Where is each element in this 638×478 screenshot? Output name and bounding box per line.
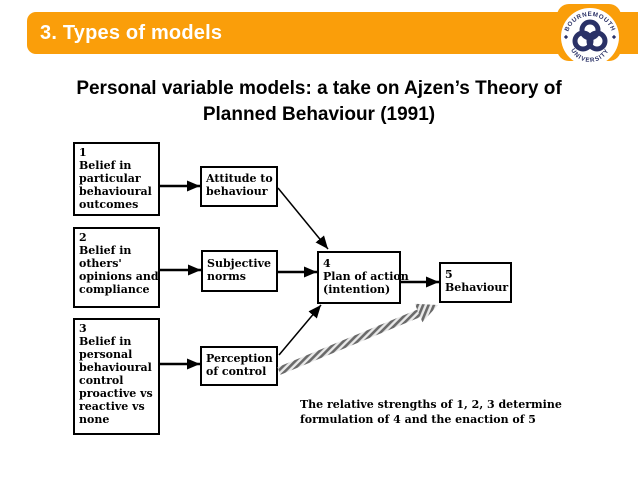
diagram-box-perception-control: Perception of control — [200, 346, 278, 386]
university-logo: BOURNEMOUTH UNIVERSITY — [557, 4, 621, 66]
arrow-attitude-to-plan — [277, 187, 329, 250]
diagram-box-4-plan-of-action: 4 Plan of action (intention) — [317, 251, 409, 304]
knot-icon — [572, 19, 608, 52]
diagram-box-attitude: Attitude to behaviour — [200, 166, 278, 207]
diagram-caption: The relative strengths of 1, 2, 3 determ… — [300, 398, 562, 426]
header-bar: 3. Types of models — [27, 12, 638, 54]
header-title: 3. Types of models — [40, 21, 223, 44]
hatched-arrowhead — [414, 303, 438, 323]
tpb-diagram: 1 Belief in particular behavioural outco… — [60, 135, 562, 445]
hatched-band-perception-to-behaviour — [277, 308, 424, 375]
diagram-box-2-belief-others: 2 Belief in others' opinions and complia… — [73, 227, 160, 308]
diagram-box-1-belief-outcomes: 1 Belief in particular behavioural outco… — [73, 142, 160, 216]
slide-title: Personal variable models: a take on Ajze… — [76, 78, 562, 126]
diagram-box-5-behaviour: 5 Behaviour — [439, 262, 512, 303]
diagram-box-subjective-norms: Subjective norms — [201, 250, 278, 292]
diagram-box-3-belief-control: 3 Belief in personal behavioural control… — [73, 318, 160, 435]
arrow-perception-to-plan — [278, 304, 322, 356]
